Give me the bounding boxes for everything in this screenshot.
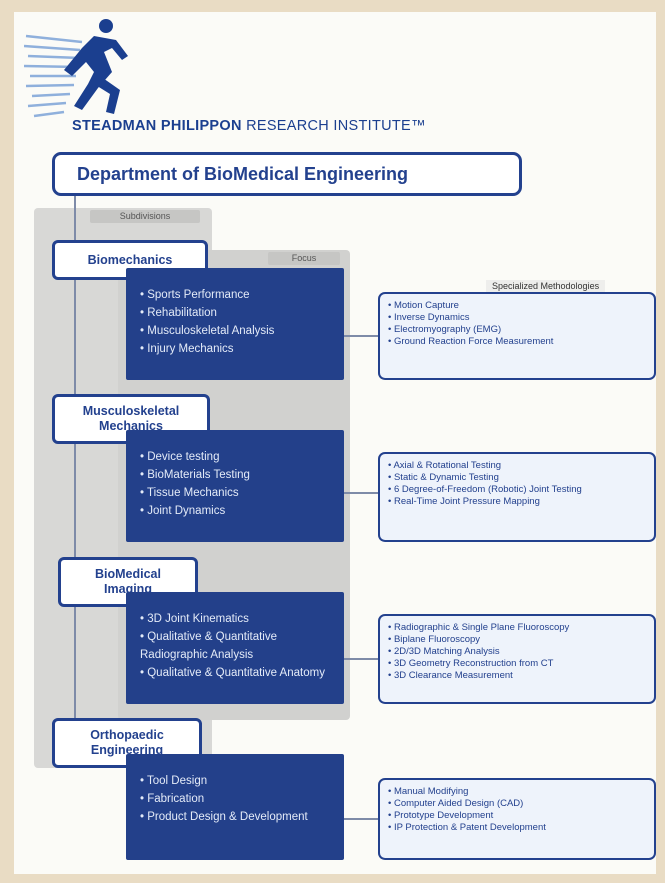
focus-item: Qualitative & Quantitative Radiographic …: [140, 628, 334, 664]
methodology-box-biomedical-imaging: Radiographic & Single Plane Fluoroscopy …: [378, 614, 656, 704]
methodology-item: Motion Capture: [388, 300, 646, 312]
department-title: Department of BioMedical Engineering: [52, 152, 522, 196]
methodology-item: 2D/3D Matching Analysis: [388, 646, 646, 658]
focus-item: Device testing: [140, 448, 334, 466]
methodology-item: 3D Clearance Measurement: [388, 670, 646, 682]
focus-item: BioMaterials Testing: [140, 466, 334, 484]
methodology-item: Prototype Development: [388, 810, 646, 822]
focus-item: Musculoskeletal Analysis: [140, 322, 334, 340]
methodology-item: Computer Aided Design (CAD): [388, 798, 646, 810]
focus-box-musculoskeletal-mechanics: Device testing BioMaterials Testing Tiss…: [126, 430, 344, 542]
hierarchy-connector: [74, 196, 76, 761]
focus-box-biomedical-imaging: 3D Joint Kinematics Qualitative & Quanti…: [126, 592, 344, 704]
focus-item: Tool Design: [140, 772, 334, 790]
logo-wordmark: STEADMAN PHILIPPON RESEARCH INSTITUTE™: [72, 118, 426, 134]
poster: STEADMAN PHILIPPON RESEARCH INSTITUTE™ D…: [14, 12, 656, 874]
methodology-box-orthopaedic-engineering: Manual Modifying Computer Aided Design (…: [378, 778, 656, 860]
connector-line: [344, 658, 378, 660]
methodology-box-biomechanics: Motion Capture Inverse Dynamics Electrom…: [378, 292, 656, 380]
logo-brand: STEADMAN PHILIPPON: [72, 118, 242, 134]
methodology-item: Electromyography (EMG): [388, 324, 646, 336]
connector-line: [344, 492, 378, 494]
methodology-box-musculoskeletal-mechanics: Axial & Rotational Testing Static & Dyna…: [378, 452, 656, 542]
methodology-item: Inverse Dynamics: [388, 312, 646, 324]
methodology-item: Static & Dynamic Testing: [388, 472, 646, 484]
focus-box-biomechanics: Sports Performance Rehabilitation Muscul…: [126, 268, 344, 380]
focus-item: Injury Mechanics: [140, 340, 334, 358]
focus-item: Fabrication: [140, 790, 334, 808]
focus-item: Joint Dynamics: [140, 502, 334, 520]
methodology-item: Radiographic & Single Plane Fluoroscopy: [388, 622, 646, 634]
focus-label: Focus: [268, 252, 340, 265]
methodology-item: Real-Time Joint Pressure Mapping: [388, 496, 646, 508]
methodologies-label: Specialized Methodologies: [486, 280, 606, 292]
methodology-item: Axial & Rotational Testing: [388, 460, 646, 472]
methodology-item: Manual Modifying: [388, 786, 646, 798]
focus-item: Product Design & Development: [140, 808, 334, 826]
connector-line: [344, 818, 378, 820]
focus-item: Tissue Mechanics: [140, 484, 334, 502]
running-athlete-icon: [24, 19, 128, 118]
methodology-item: Ground Reaction Force Measurement: [388, 336, 646, 348]
focus-item: Qualitative & Quantitative Anatomy: [140, 664, 334, 682]
focus-item: Sports Performance: [140, 286, 334, 304]
methodology-item: IP Protection & Patent Development: [388, 822, 646, 834]
focus-item: Rehabilitation: [140, 304, 334, 322]
logo-suffix: RESEARCH INSTITUTE™: [246, 118, 426, 134]
methodology-item: 3D Geometry Reconstruction from CT: [388, 658, 646, 670]
methodology-item: 6 Degree-of-Freedom (Robotic) Joint Test…: [388, 484, 646, 496]
focus-item: 3D Joint Kinematics: [140, 610, 334, 628]
subdivisions-label: Subdivisions: [90, 210, 200, 223]
connector-line: [344, 335, 378, 337]
methodology-item: Biplane Fluoroscopy: [388, 634, 646, 646]
focus-box-orthopaedic-engineering: Tool Design Fabrication Product Design &…: [126, 754, 344, 860]
